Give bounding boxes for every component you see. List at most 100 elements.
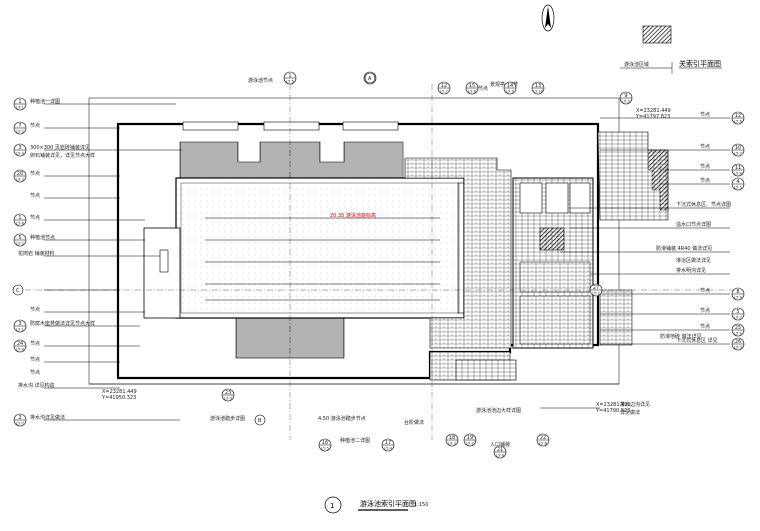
- title-number: 1: [330, 502, 334, 510]
- callout-marker: 3L5-1: [13, 319, 27, 333]
- planter-box: [342, 121, 399, 131]
- callout-number: 24: [17, 341, 23, 347]
- axis-lines: [14, 84, 740, 440]
- storage-room: [569, 182, 591, 214]
- note: 排水明沟详见: [676, 267, 706, 274]
- pool-level-label: 20.35 游泳池底标高: [330, 212, 376, 219]
- note: 防滑铺装 4R40 做法详见: [656, 245, 712, 252]
- callout-marker: 9L5-3: [619, 91, 633, 105]
- callout-sheet-ref: L5-2: [466, 442, 474, 446]
- note: 节点: [700, 112, 710, 118]
- pool-ladder: [159, 249, 169, 273]
- note: 节点: [700, 144, 710, 150]
- callout-number: 7: [18, 123, 21, 129]
- key-plan-hatch-label: 游泳池区域: [624, 61, 649, 68]
- shower-room: [519, 182, 543, 214]
- callout-marker: 3L5-4: [13, 143, 27, 157]
- note: 详见做法: [620, 409, 640, 416]
- callout-sheet-ref: L5-5: [734, 186, 742, 190]
- terrace-paving: [519, 295, 591, 345]
- callout-number: 17: [385, 440, 391, 446]
- planter-box: [263, 121, 320, 131]
- lobby-paving: [519, 261, 591, 293]
- note: 节点: [700, 288, 710, 294]
- callout-sheet-ref: L5-1: [16, 106, 24, 110]
- callout-marker: 5L5-7: [731, 307, 745, 321]
- callout-marker: 7L5-2: [13, 121, 27, 135]
- note: 节点: [700, 164, 710, 170]
- callout-sheet-ref: L5-3: [448, 442, 456, 446]
- section-mark-label: B: [258, 418, 262, 424]
- toilet-room: [545, 182, 569, 214]
- planter-box: [182, 121, 239, 131]
- deck-top-hatch: [179, 141, 404, 179]
- note: 景观亭: [490, 81, 505, 88]
- note: 4.50 游泳池踏步节点: [318, 415, 366, 422]
- callout-number: 15: [469, 83, 475, 89]
- section-mark-label: C: [16, 288, 20, 294]
- note: 游泳池池边大样详图: [476, 407, 521, 414]
- callout-sheet-ref: L5-2: [16, 242, 24, 246]
- note: 节点: [30, 307, 40, 313]
- callout-sheet-ref: L5-3: [16, 178, 24, 182]
- callout-sheet-ref: L5-7: [440, 90, 448, 94]
- equipment-room: [539, 227, 565, 251]
- callout-number: 3: [18, 321, 21, 327]
- shallow-pool: [143, 227, 181, 319]
- callout-marker: 4L5-5: [731, 177, 745, 191]
- callout-number: 1: [18, 99, 21, 105]
- callout-sheet-ref: L5-7: [734, 316, 742, 320]
- callout-number: 22: [540, 435, 546, 441]
- side-paving: [599, 289, 633, 346]
- callout-number: 10: [735, 145, 741, 151]
- callout-number: 11: [735, 165, 741, 171]
- callout-number: 5: [736, 309, 739, 315]
- note: 入口铺装: [490, 441, 510, 448]
- title-block: 1 游泳池索引平面图 1:150: [324, 496, 428, 514]
- callout-sheet-ref: L5-3: [224, 397, 232, 401]
- note: 排水沟详见做法: [30, 414, 65, 421]
- note: 节点: [30, 171, 40, 177]
- note: 排水边沟详见: [620, 401, 650, 408]
- callout-sheet-ref: L5-4: [384, 447, 392, 451]
- callout-number: 5: [18, 235, 21, 241]
- note: 300×300 页岩砖铺装详见: [30, 144, 90, 151]
- callout-sheet-ref: L5-4: [16, 152, 24, 156]
- pool-lane-lines: [205, 217, 440, 301]
- callout-number: 18: [449, 435, 455, 441]
- callout-sheet-ref: L5-6: [496, 454, 504, 458]
- callout-number: 9: [624, 93, 627, 99]
- note: 节点: [30, 341, 40, 347]
- callout-number: 26: [735, 339, 741, 345]
- callout-marker: 5L5-2: [13, 233, 27, 247]
- note: 下沉式休息区、节点详图: [676, 201, 731, 208]
- north-arrow-icon: [541, 4, 555, 32]
- callout-sheet-ref: L5-7: [734, 152, 742, 156]
- entry-steps: [455, 359, 517, 381]
- callout-number: 16: [322, 440, 328, 446]
- callout-number: 12: [735, 113, 741, 119]
- callout-sheet-ref: L5-2: [592, 292, 600, 296]
- note: 种植池一详图: [30, 98, 60, 105]
- note: 游泳池节点: [248, 77, 273, 84]
- leader-lines: [44, 103, 730, 421]
- note: 种植池二详图: [340, 437, 370, 444]
- callout-number: 23: [225, 390, 231, 396]
- callout-sheet-ref: L5-7: [16, 422, 24, 426]
- note: 节点: [700, 324, 710, 330]
- callout-number: 21: [497, 447, 503, 453]
- note: 卵石铺装详见，详见节点大样: [30, 152, 95, 159]
- callout-number: 13: [535, 83, 541, 89]
